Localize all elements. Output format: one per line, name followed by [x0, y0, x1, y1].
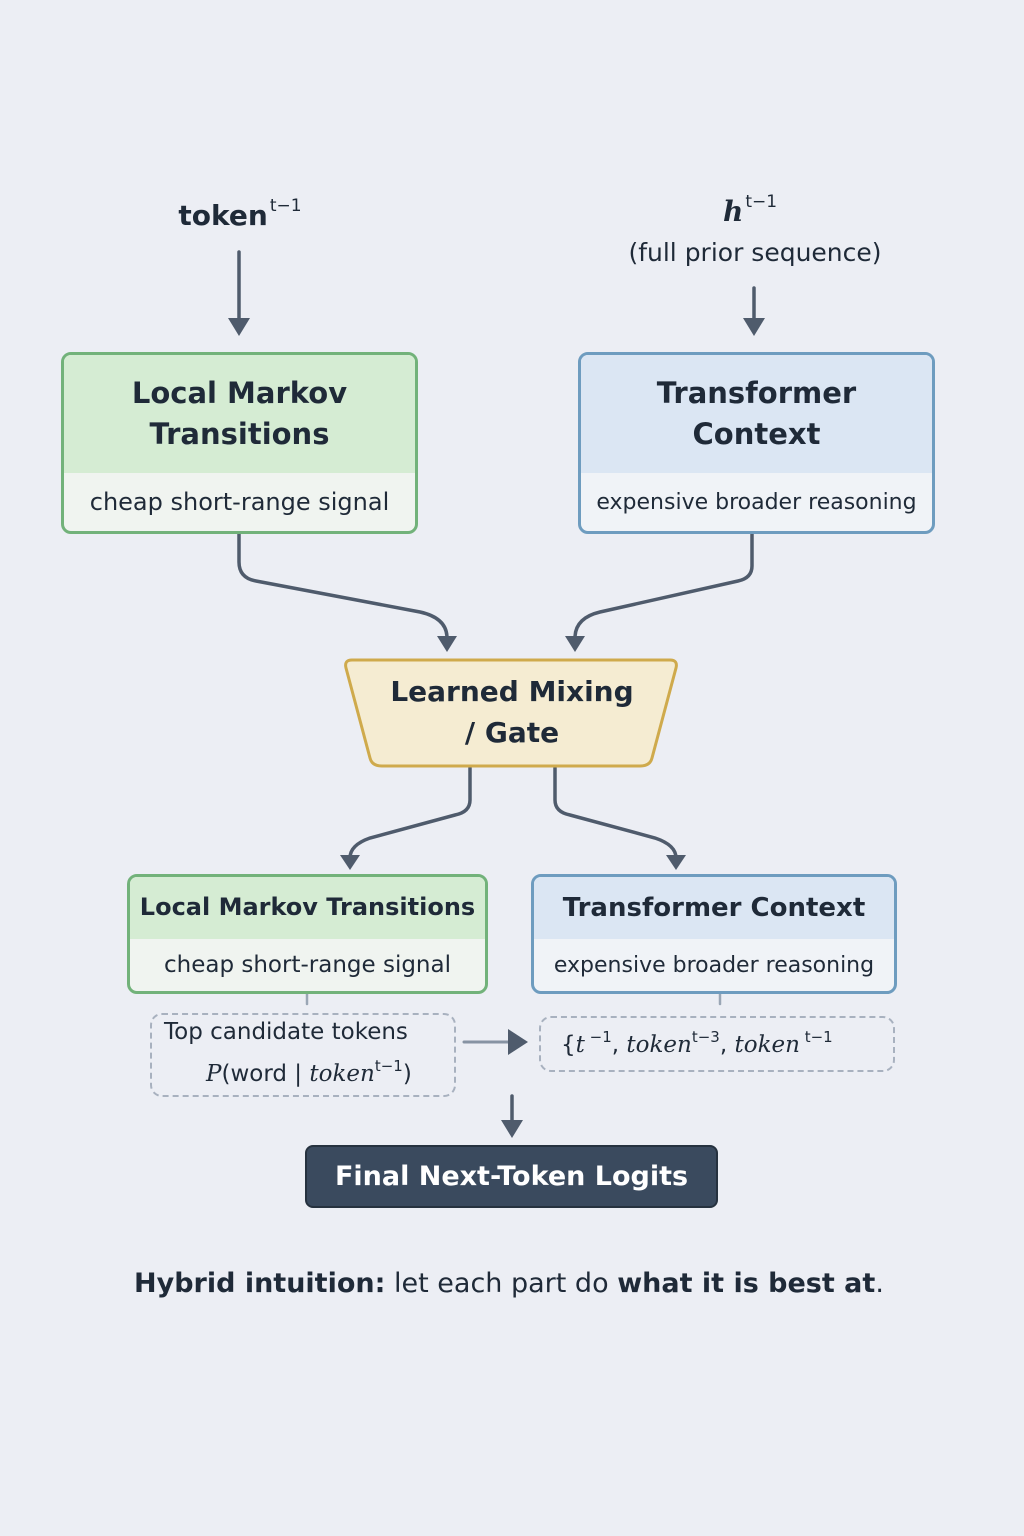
bottom-transformer-title: Transformer Context	[534, 877, 894, 939]
top-transformer-title-line2: Context	[692, 417, 821, 451]
caption-middle: let each part do	[385, 1268, 618, 1299]
context-sep2: ,	[719, 1032, 735, 1058]
candidates-title: Top candidate tokens	[164, 1019, 408, 1045]
bottom-transformer-subtitle: expensive broader reasoning	[553, 952, 875, 978]
context-sep1: ,	[611, 1032, 627, 1058]
context-set-text: {t −1, tokent−3, token t−1	[561, 1028, 833, 1058]
context-token3: token	[734, 1032, 800, 1058]
token-base-text: token	[178, 199, 268, 232]
gate-label: Learned Mixing / Gate	[352, 672, 672, 753]
candidates-probability: P(word | tokent−1)	[206, 1057, 412, 1087]
caption-lead: Hybrid intuition:	[134, 1268, 386, 1299]
top-transformer-subtitle: expensive broader reasoning	[596, 489, 917, 515]
token-superscript: t−1	[269, 196, 302, 216]
bottom-markov-subtitle: cheap short-range signal	[163, 952, 451, 978]
arrowhead-final	[501, 1120, 523, 1138]
arrow-markov-to-gate	[237, 532, 449, 640]
context-token3-sup: t−1	[799, 1028, 833, 1046]
input-h-subtitle: (full prior sequence)	[628, 238, 882, 267]
arrow-gate-to-transformer	[553, 766, 678, 860]
arrow-transformer-to-gate	[573, 532, 754, 640]
gate-label-line1: Learned Mixing	[390, 675, 634, 708]
prob-superscript: t−1	[374, 1057, 403, 1075]
arrowhead-gate-transformer	[666, 855, 686, 870]
context-open-brace: {	[561, 1032, 576, 1058]
context-token2-sup: t−3	[691, 1028, 720, 1046]
arrowhead-transformer-gate	[565, 636, 585, 652]
bottom-markov-node: Local Markov Transitions cheap short-ran…	[127, 874, 488, 994]
prob-P: P	[206, 1061, 222, 1087]
arrowhead-markov-gate	[437, 636, 457, 652]
caption-end: .	[875, 1268, 884, 1299]
final-logits-box: Final Next-Token Logits	[305, 1145, 718, 1208]
top-transformer-title-line1: Transformer	[656, 376, 857, 411]
top-markov-subtitle: cheap short-range signal	[89, 488, 390, 516]
context-t-sup: −1	[584, 1028, 612, 1046]
caption: Hybrid intuition: let each part do what …	[134, 1268, 884, 1299]
prob-token: token	[309, 1061, 375, 1087]
context-t: t	[575, 1032, 585, 1058]
arrowhead-token	[228, 318, 250, 336]
h-superscript: t−1	[745, 192, 778, 212]
bottom-markov-title: Local Markov Transitions	[130, 877, 485, 939]
prob-open: (word |	[221, 1061, 310, 1087]
caption-emphasis: what it is best at	[617, 1268, 876, 1299]
context-set-box: {t −1, tokent−3, token t−1	[539, 1016, 895, 1072]
gate-label-line2: / Gate	[464, 715, 560, 749]
h-base-text: h	[722, 195, 744, 228]
top-markov-title-line2: Transitions	[149, 417, 330, 451]
candidates-box: Top candidate tokens P(word | tokent−1)	[150, 1013, 456, 1097]
prob-close: )	[402, 1061, 412, 1087]
arrow-gate-to-markov	[348, 766, 472, 860]
context-token2: token	[626, 1032, 692, 1058]
bottom-transformer-node: Transformer Context expensive broader re…	[531, 874, 897, 994]
arrowhead-h	[743, 318, 765, 336]
top-markov-title-line1: Local Markov	[131, 376, 348, 411]
arrowhead-candidates-context	[508, 1029, 528, 1055]
arrowhead-gate-markov	[340, 855, 360, 870]
